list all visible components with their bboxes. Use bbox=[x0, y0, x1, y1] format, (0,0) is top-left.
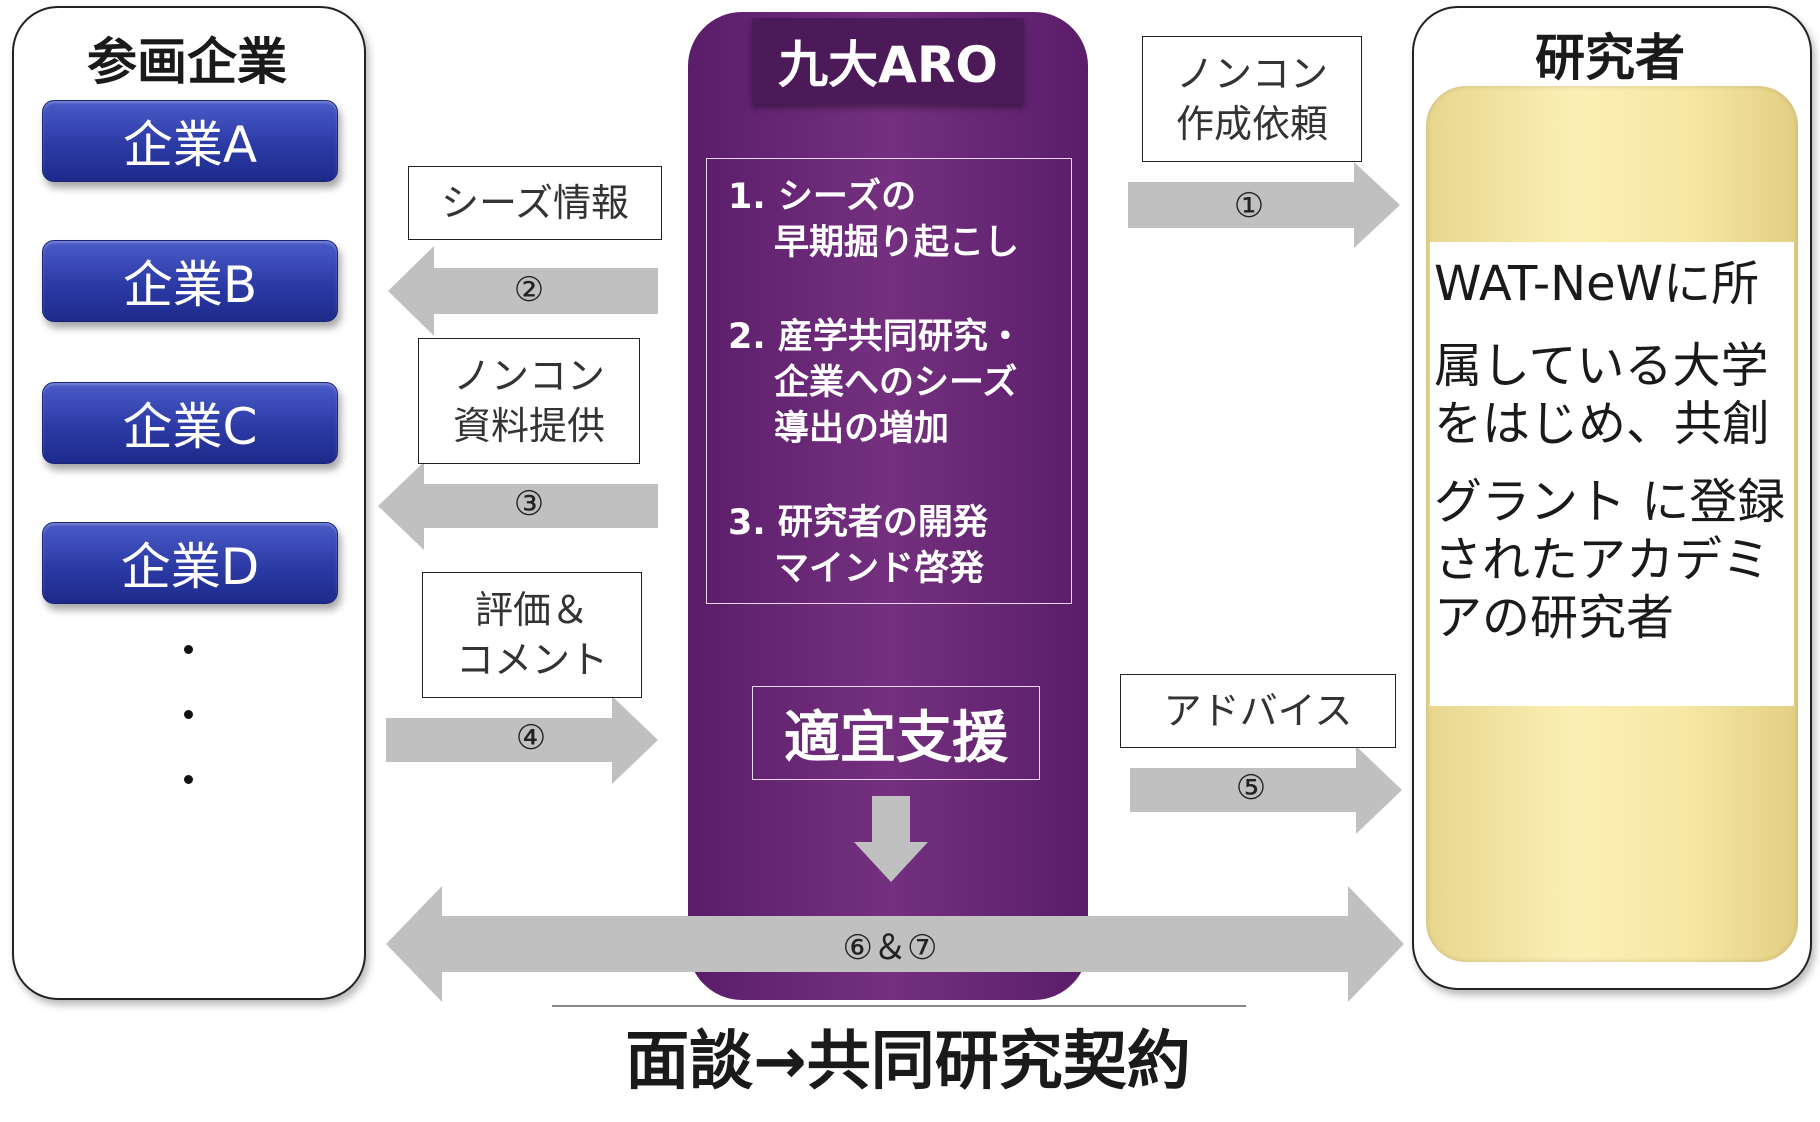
label-advice: アドバイス bbox=[1120, 674, 1396, 748]
goal-3-line-2: マインド啓発 bbox=[774, 549, 985, 589]
researcher-desc-line-4: グラント に登録 bbox=[1434, 474, 1786, 530]
num-3: ③ bbox=[513, 484, 545, 524]
arrow-1 bbox=[1128, 162, 1400, 248]
label-noncon-request-line-1: ノンコン bbox=[1175, 52, 1328, 96]
researcher-desc-line-3: をはじめ、共創 bbox=[1434, 396, 1771, 452]
researcher-desc-line-1: WAT-NeWに所 bbox=[1434, 256, 1760, 312]
company-a: 企業A bbox=[42, 100, 338, 182]
researcher-desc-line-2: 属している大学 bbox=[1434, 338, 1769, 394]
footer-caption: 面談→共同研究契約 bbox=[625, 1025, 1191, 1099]
num-6-7: ⑥＆⑦ bbox=[842, 928, 938, 968]
label-evaluation-comment-line-2: コメント bbox=[455, 638, 608, 682]
aro-title: 九大ARO bbox=[752, 18, 1024, 104]
label-advice-line-1: アドバイス bbox=[1163, 689, 1353, 733]
label-noncon-materials-line-1: ノンコン bbox=[452, 354, 605, 398]
arrow-2 bbox=[388, 246, 658, 336]
goal-2-line-3: 導出の増加 bbox=[774, 409, 950, 449]
ellipsis-dot bbox=[184, 645, 193, 654]
researcher-desc-line-5: されたアカデミ bbox=[1434, 532, 1771, 588]
ellipsis-dot bbox=[184, 775, 193, 784]
arrow-3 bbox=[378, 462, 658, 550]
researcher-desc-line-6: アの研究者 bbox=[1434, 590, 1675, 646]
company-d: 企業D bbox=[42, 522, 338, 604]
label-noncon-request: ノンコン 作成依頼 bbox=[1142, 36, 1362, 162]
support-box: 適宜支援 bbox=[752, 686, 1040, 780]
goal-1-line-2: 早期掘り起こし bbox=[774, 223, 1020, 263]
researchers-panel-title: 研究者 bbox=[1535, 29, 1685, 87]
goal-1-line-1: 1. シーズの bbox=[728, 177, 917, 217]
goal-3-line-1: 3. 研究者の開発 bbox=[728, 503, 988, 543]
num-1: ① bbox=[1233, 186, 1265, 226]
arrow-down bbox=[854, 796, 928, 882]
arrow-5 bbox=[1130, 746, 1402, 834]
company-b: 企業B bbox=[42, 240, 338, 322]
label-evaluation-comment-line-1: 評価＆ bbox=[474, 588, 589, 632]
label-seeds-info: シーズ情報 bbox=[408, 166, 662, 240]
goal-2-line-1: 2. 産学共同研究・ bbox=[728, 317, 1023, 357]
num-2: ② bbox=[513, 270, 545, 310]
label-evaluation-comment: 評価＆ コメント bbox=[422, 572, 642, 698]
goal-2-line-2: 企業へのシーズ bbox=[774, 363, 1018, 403]
arrow-4 bbox=[386, 696, 658, 784]
company-c: 企業C bbox=[42, 382, 338, 464]
label-noncon-materials: ノンコン 資料提供 bbox=[418, 338, 640, 464]
companies-panel-title: 参画企業 bbox=[87, 33, 287, 91]
aro-goals-box bbox=[706, 158, 1072, 604]
label-noncon-materials-line-2: 資料提供 bbox=[452, 404, 605, 448]
label-seeds-info-line-1: シーズ情報 bbox=[440, 181, 630, 225]
label-noncon-request-line-2: 作成依頼 bbox=[1175, 102, 1328, 146]
arrow-6-7 bbox=[386, 886, 1404, 1002]
num-4: ④ bbox=[515, 718, 547, 758]
ellipsis-dot bbox=[184, 710, 193, 719]
num-5: ⑤ bbox=[1235, 768, 1267, 808]
researcher-description-area bbox=[1430, 242, 1794, 706]
